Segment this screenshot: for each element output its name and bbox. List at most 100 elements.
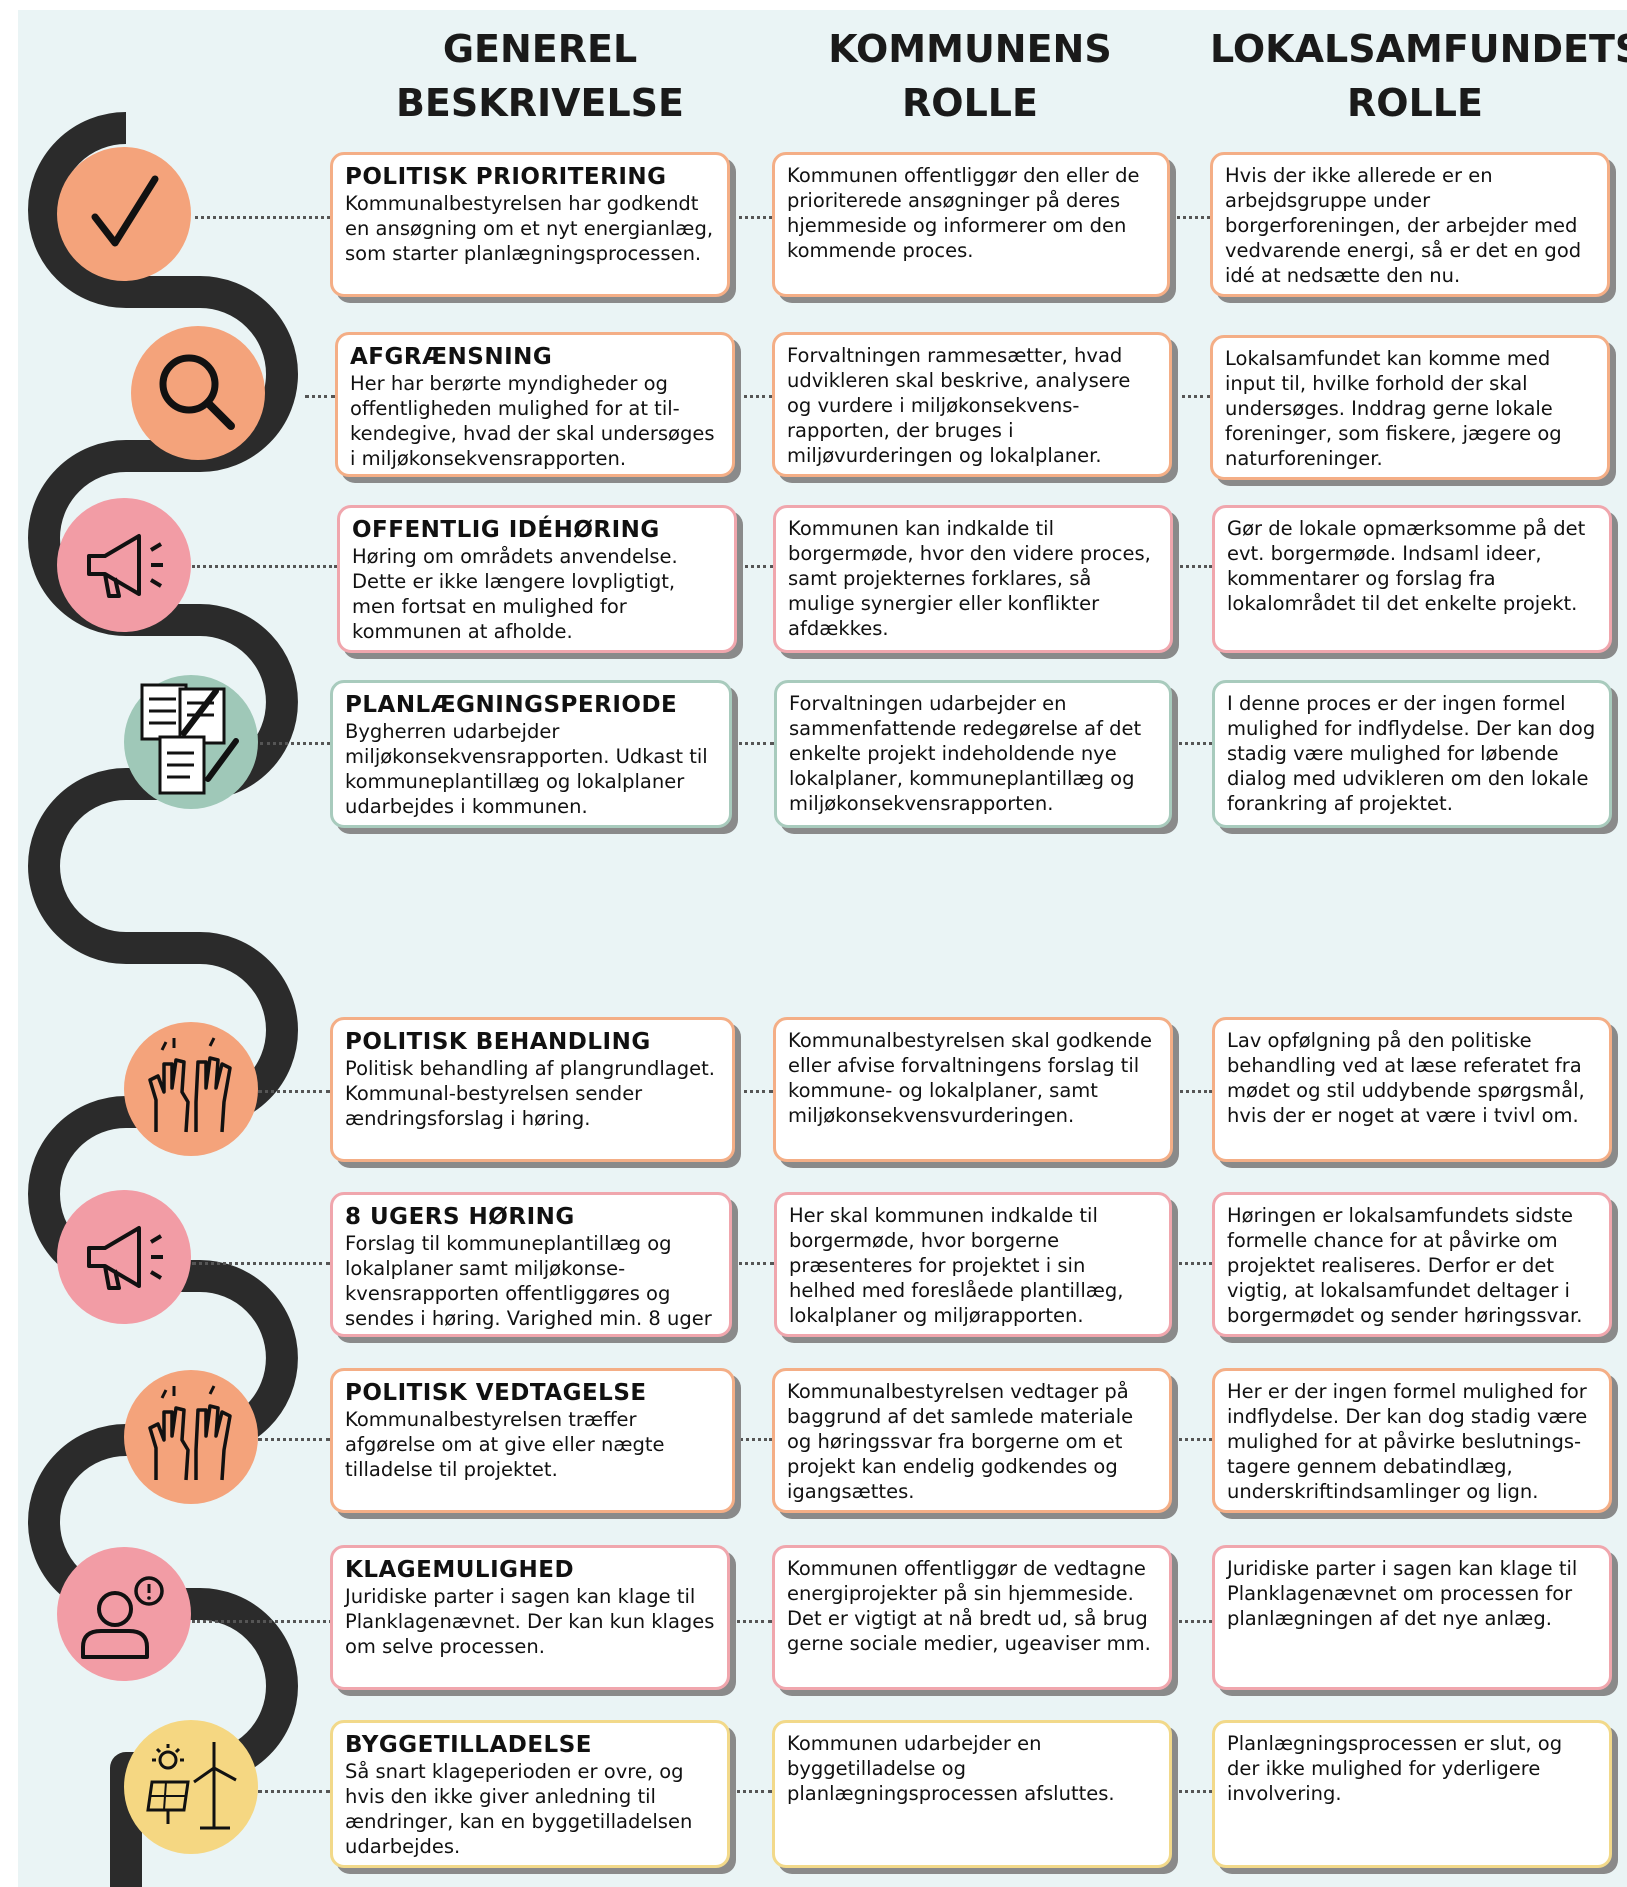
municipality-card: Forvaltningen rammesætter, hvad udvikler… <box>772 332 1172 477</box>
general-text: Kommunalbestyrelsen har godkendt en ansø… <box>345 192 714 265</box>
municipality-card: Kommunen offentliggør de vedtagne energi… <box>772 1545 1172 1690</box>
connector-dots <box>732 1262 774 1265</box>
person-speech-icon <box>81 1576 164 1659</box>
connector-dots <box>192 565 337 568</box>
municipality-text: Forvaltningen rammesætter, hvad udvikler… <box>787 344 1131 467</box>
municipality-text: Forvaltningen udarbejder en sammenfatten… <box>789 692 1142 815</box>
municipality-card: Forvaltningen udarbejder en sammenfatten… <box>774 680 1172 828</box>
municipality-text: Kommunalbestyrelsen skal godkende eller … <box>788 1029 1152 1127</box>
step-title: KLAGEMULIGHED <box>345 1557 575 1583</box>
community-card: Her er der ingen formel mulighed for ind… <box>1212 1368 1612 1513</box>
step-title: POLITISK VEDTAGELSE <box>345 1380 647 1406</box>
step-title: BYGGETILLADELSE <box>345 1732 592 1758</box>
connector-dots <box>258 1438 330 1441</box>
community-text: Gør de lokale opmærksomme på det evt. bo… <box>1227 517 1586 615</box>
connector-dots <box>1172 1790 1212 1793</box>
municipality-card: Kommunen kan indkalde til borgermøde, hv… <box>773 505 1173 653</box>
community-text: Her er der ingen formel mulighed for ind… <box>1227 1380 1588 1503</box>
general-text: Juridiske parter i sagen kan klage til P… <box>345 1585 715 1658</box>
step-icon-circle <box>57 1190 191 1324</box>
municipality-card: Kommunalbestyrelsen vedtager på baggrund… <box>772 1368 1172 1513</box>
municipality-text: Kommunen kan indkalde til borgermøde, hv… <box>788 517 1151 640</box>
step-title: AFGRÆNSNING <box>350 344 553 370</box>
community-card: Juridiske parter i sagen kan klage til P… <box>1212 1545 1612 1690</box>
community-card: Lokalsamfundet kan komme med input til, … <box>1210 335 1610 480</box>
connector-dots <box>732 216 772 219</box>
general-text: Bygherren udarbejder miljøkonsekvensrapp… <box>345 720 708 818</box>
connector-dots <box>195 216 330 219</box>
raised-hands-icon <box>148 1037 232 1133</box>
municipality-text: Kommunen offentliggør de vedtagne energi… <box>787 1557 1151 1655</box>
megaphone-icon <box>87 1226 163 1290</box>
community-text: Lav opfølgning på den politiske behandli… <box>1227 1029 1585 1127</box>
connector-dots <box>260 742 330 745</box>
step-title: OFFENTLIG IDÉHØRING <box>352 517 660 543</box>
step-icon-circle <box>57 147 191 281</box>
general-text: Forslag til kommuneplantillæg og lokalpl… <box>345 1232 712 1330</box>
community-text: Lokalsamfundet kan komme med input til, … <box>1225 347 1562 470</box>
community-card: Planlægningsprocessen er slut, og der ik… <box>1212 1720 1612 1868</box>
step-icon-circle <box>124 1370 258 1504</box>
general-text: Så snart klageperioden er ovre, og hvis … <box>345 1760 693 1858</box>
connector-dots <box>735 1438 772 1441</box>
general-card: POLITISK PRIORITERING Kommunalbestyrelse… <box>330 152 730 297</box>
community-card: I denne proces er der ingen formel mulig… <box>1212 680 1612 828</box>
municipality-card: Kommunen offentliggør den eller de prior… <box>772 152 1170 297</box>
documents-icon <box>140 683 239 795</box>
connector-dots <box>732 742 774 745</box>
connector-dots <box>738 565 773 568</box>
connector-dots <box>1172 742 1212 745</box>
step-title: PLANLÆGNINGSPERIODE <box>345 692 678 718</box>
general-text: Høring om områdets anvendelse. Dette er … <box>352 545 678 643</box>
general-card: KLAGEMULIGHED Juridiske parter i sagen k… <box>330 1545 730 1690</box>
general-card: 8 UGERS HØRING Forslag til kommuneplanti… <box>330 1192 732 1337</box>
general-card: OFFENTLIG IDÉHØRING Høring om områdets a… <box>337 505 737 653</box>
connector-dots <box>730 1620 772 1623</box>
step-title: 8 UGERS HØRING <box>345 1204 575 1230</box>
community-text: Hvis der ikke allerede er en arbejdsgrup… <box>1225 164 1582 287</box>
megaphone-icon <box>87 534 163 598</box>
raised-hands-icon <box>148 1385 232 1481</box>
step-title: POLITISK PRIORITERING <box>345 164 667 190</box>
connector-dots <box>1175 1090 1212 1093</box>
general-card: BYGGETILLADELSE Så snart klageperioden e… <box>330 1720 730 1868</box>
connector-dots <box>737 395 772 398</box>
step-icon-circle <box>124 675 258 809</box>
municipality-text: Kommunen offentliggør den eller de prior… <box>787 164 1140 262</box>
connector-dots <box>258 1790 330 1793</box>
general-text: Her har berørte myndigheder og offentlig… <box>350 372 715 470</box>
connector-dots <box>305 395 335 398</box>
general-text: Kommunalbestyrelsen træffer afgørelse om… <box>345 1408 665 1481</box>
connector-dots <box>1170 216 1210 219</box>
connector-dots <box>737 1090 773 1093</box>
general-card: AFGRÆNSNING Her har berørte myndigheder … <box>335 332 735 477</box>
connector-dots <box>258 1090 330 1093</box>
municipality-text: Kommunen udarbejder en byggetilladelse o… <box>787 1732 1115 1805</box>
community-text: I denne proces er der ingen formel mulig… <box>1227 692 1596 815</box>
connector-dots <box>1172 1438 1212 1441</box>
step-icon-circle <box>124 1720 258 1854</box>
connector-dots <box>1172 1620 1212 1623</box>
municipality-card: Kommunen udarbejder en byggetilladelse o… <box>772 1720 1172 1868</box>
community-text: Juridiske parter i sagen kan klage til P… <box>1227 1557 1578 1630</box>
connector-dots <box>192 1620 332 1623</box>
community-text: Høringen er lokalsamfundets sidste forme… <box>1227 1204 1583 1327</box>
community-card: Hvis der ikke allerede er en arbejdsgrup… <box>1210 152 1610 297</box>
step-title: POLITISK BEHANDLING <box>345 1029 651 1055</box>
general-text: Politisk behandling af plangrundlaget. K… <box>345 1057 715 1130</box>
sun-solar-wind-icon <box>146 1742 237 1830</box>
connector-dots <box>1172 1262 1212 1265</box>
general-card: POLITISK VEDTAGELSE Kommunalbestyrelsen … <box>330 1368 735 1513</box>
general-card: POLITISK BEHANDLING Politisk behandling … <box>330 1017 735 1162</box>
step-icon-circle <box>131 326 265 460</box>
municipality-card: Kommunalbestyrelsen skal godkende eller … <box>773 1017 1173 1162</box>
general-card: PLANLÆGNINGSPERIODE Bygherren udarbejder… <box>330 680 732 828</box>
step-icon-circle <box>57 498 191 632</box>
community-card: Lav opfølgning på den politiske behandli… <box>1212 1017 1612 1162</box>
municipality-text: Her skal kommunen indkalde til borgermød… <box>789 1204 1124 1327</box>
community-text: Planlægningsprocessen er slut, og der ik… <box>1227 1732 1563 1805</box>
